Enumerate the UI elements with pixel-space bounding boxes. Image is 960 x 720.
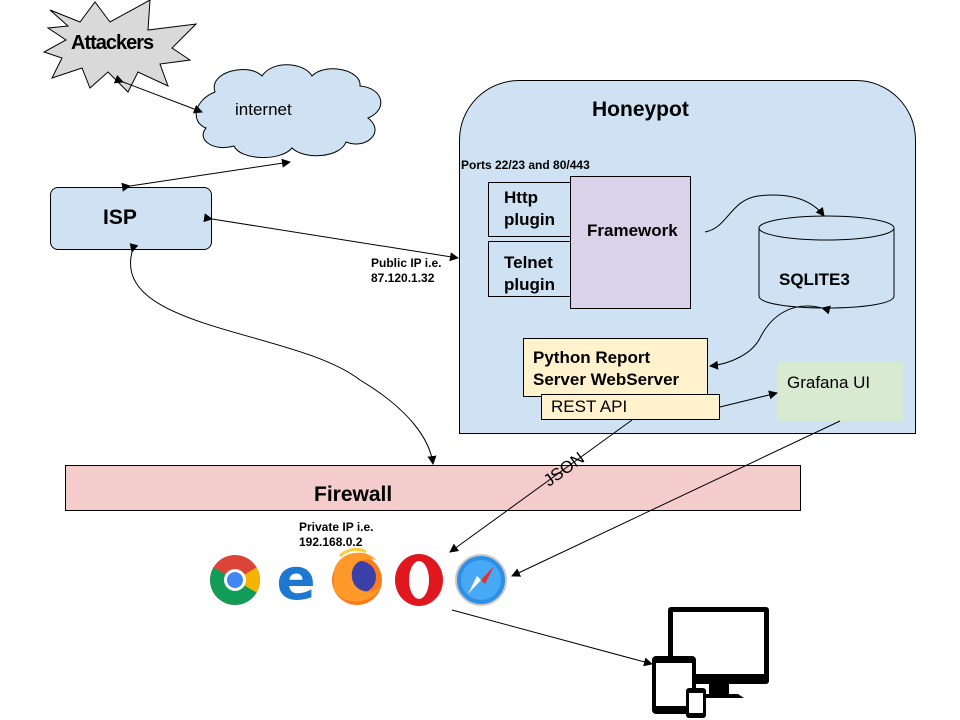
- isp-label: ISP: [103, 206, 137, 229]
- restapi-browsers-arrow: [449, 419, 633, 553]
- devices-icon: [652, 607, 769, 718]
- report-server-box: [523, 338, 708, 397]
- firefox-icon: [332, 547, 382, 605]
- framework-sqlite-arrow: [704, 194, 825, 233]
- svg-text:e: e: [276, 545, 315, 613]
- telnet-plugin-line2: plugin: [504, 275, 555, 294]
- attackers-label: Attackers: [71, 32, 154, 54]
- telnet-plugin-label: Telnet plugin: [504, 252, 555, 296]
- isp-firewall-arrow: [129, 243, 437, 465]
- restapi-grafana-arrow: [719, 390, 778, 408]
- rest-api-label: REST API: [551, 397, 628, 416]
- framework-box: [570, 176, 691, 309]
- internet-isp-arrow: [121, 158, 291, 192]
- private-ip-label: Private IP i.e. 192.168.0.2: [299, 520, 374, 550]
- ports-label: Ports 22/23 and 80/443: [461, 158, 590, 172]
- browsers-devices-arrow: [451, 609, 653, 667]
- report-server-line2: Server WebServer: [533, 370, 680, 389]
- private-ip-line2: 192.168.0.2: [299, 535, 363, 549]
- internet-cloud: [195, 64, 382, 159]
- honeypot-title: Honeypot: [592, 98, 689, 121]
- report-server-line1: Python Report: [533, 348, 651, 367]
- http-plugin-label: Http plugin: [504, 187, 555, 231]
- framework-label: Framework: [587, 221, 678, 240]
- rest-api-box: [541, 394, 720, 420]
- firewall-box: [65, 465, 801, 511]
- sqlite-report-arrow: [709, 305, 831, 370]
- http-plugin-line2: plugin: [504, 210, 555, 229]
- isp-honeypot-arrow: [203, 213, 459, 262]
- sqlite3-cylinder-top: [758, 215, 895, 241]
- grafana-browsers-arrow: [511, 420, 841, 577]
- sqlite3-label: SQLITE3: [779, 270, 850, 289]
- report-server-label: Python Report Server WebServer: [533, 347, 679, 391]
- http-plugin-line1: Http: [504, 188, 538, 207]
- attackers-starburst: [42, 0, 198, 93]
- edge-icon: e: [276, 545, 315, 613]
- opera-icon: [395, 554, 443, 606]
- grafana-box: [778, 362, 903, 421]
- telnet-plugin-line1: Telnet: [504, 253, 553, 272]
- internet-label: internet: [235, 100, 292, 119]
- firewall-label: Firewall: [314, 483, 393, 506]
- safari-icon: [455, 554, 507, 606]
- telnet-plugin-box: [488, 241, 571, 297]
- attackers-internet-arrow: [113, 74, 203, 114]
- http-plugin-box: [488, 182, 571, 237]
- private-ip-line1: Private IP i.e.: [299, 520, 374, 534]
- chrome-icon: [210, 555, 260, 605]
- grafana-label: Grafana UI: [787, 373, 871, 392]
